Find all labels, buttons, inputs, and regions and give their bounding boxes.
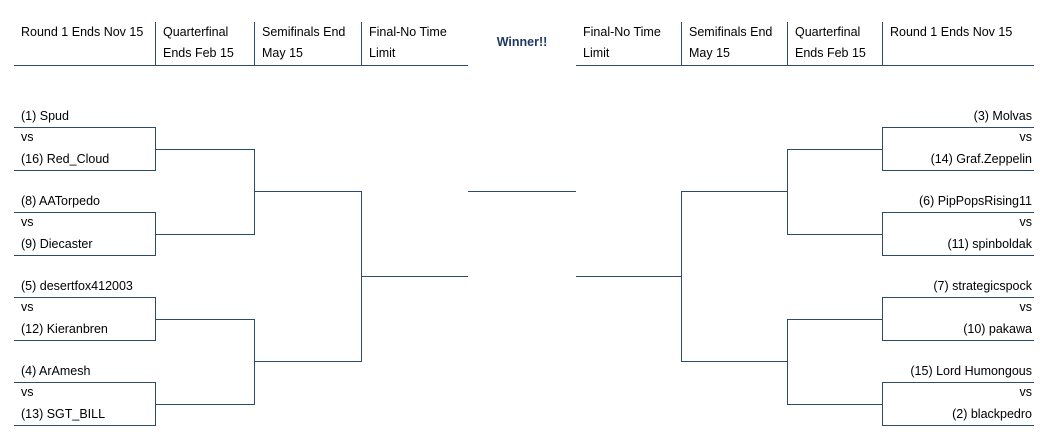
player-name: (14) Graf.Zeppelin <box>930 152 1032 166</box>
player-name: (8) AATorpedo <box>21 194 100 208</box>
header-line1: Quarterfinal <box>795 25 861 39</box>
header-line1: Final-No Time <box>369 25 447 39</box>
player-name: (13) SGT_BILL <box>21 407 106 421</box>
header-line1: Semifinals End <box>689 25 773 39</box>
header-line1: Round 1 Ends Nov 15 <box>890 25 1013 39</box>
header-round1-right: Round 1 Ends Nov 15 <box>890 22 1012 43</box>
header-line2: Limit <box>369 46 396 60</box>
header-line1: Semifinals End <box>262 25 346 39</box>
vs-label: vs <box>21 385 34 399</box>
vs-label: vs <box>1019 215 1033 229</box>
vs-label: vs <box>21 300 34 314</box>
winner-heading: Winner!! <box>496 35 548 49</box>
header-line2: May 15 <box>689 46 730 60</box>
player-name: (1) Spud <box>21 109 69 123</box>
header-line2: May 15 <box>262 46 303 60</box>
player-name: (11) spinboldak <box>947 237 1032 251</box>
header-line1: Round 1 Ends Nov 15 <box>21 25 144 39</box>
player-name: (9) Diecaster <box>21 237 93 251</box>
header-final-left: Final-No Time Limit <box>369 22 447 64</box>
header-round1-left: Round 1 Ends Nov 15 <box>21 22 143 43</box>
player-name: (6) PipPopsRising11 <box>918 194 1032 208</box>
player-name: (3) Molvas <box>973 109 1032 123</box>
vs-label: vs <box>1019 385 1033 399</box>
player-name: (4) ArAmesh <box>21 364 91 378</box>
header-line2: Ends Feb 15 <box>795 46 866 60</box>
vs-label: vs <box>1019 130 1033 144</box>
header-quarterfinal-left: Quarterfinal Ends Feb 15 <box>163 22 234 64</box>
header-line2: Ends Feb 15 <box>163 46 234 60</box>
header-line1: Final-No Time <box>583 25 661 39</box>
vs-label: vs <box>21 215 34 229</box>
player-name: (16) Red_Cloud <box>21 152 110 166</box>
player-name: (15) Lord Humongous <box>910 364 1032 378</box>
header-line1: Quarterfinal <box>163 25 229 39</box>
player-name: (10) pakawa <box>963 322 1032 336</box>
header-quarterfinal-right: Quarterfinal Ends Feb 15 <box>795 22 866 64</box>
vs-label: vs <box>21 130 34 144</box>
header-semifinal-right: Semifinals End May 15 <box>689 22 772 64</box>
player-name: (7) strategicspock <box>933 279 1032 293</box>
player-name: (5) desertfox412003 <box>21 279 133 293</box>
player-name: (12) Kieranbren <box>21 322 108 336</box>
header-line2: Limit <box>583 46 610 60</box>
vs-label: vs <box>1019 300 1033 314</box>
header-final-right: Final-No Time Limit <box>583 22 661 64</box>
header-semifinal-left: Semifinals End May 15 <box>262 22 345 64</box>
player-name: (2) blackpedro <box>952 407 1032 421</box>
